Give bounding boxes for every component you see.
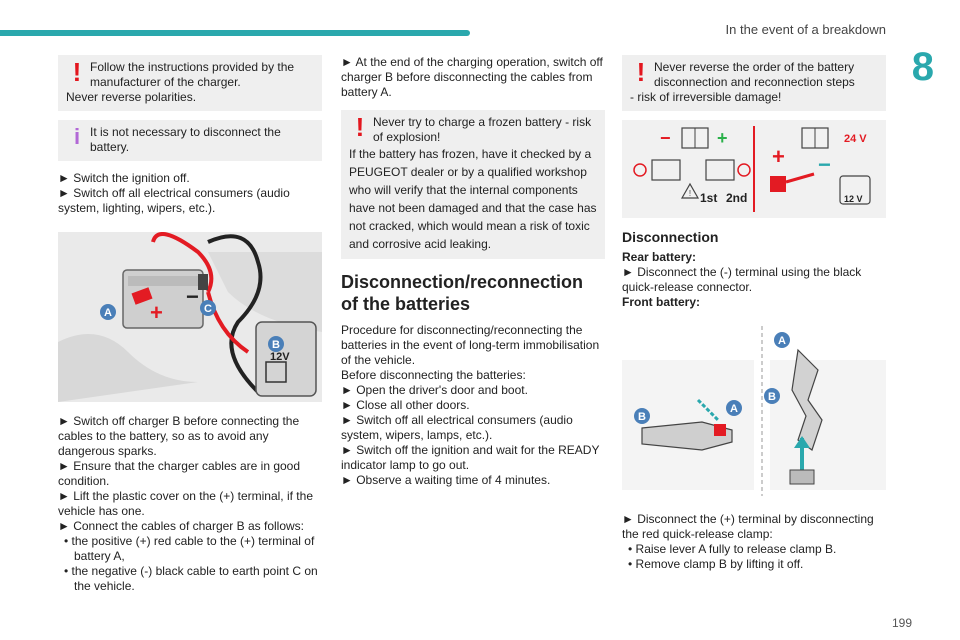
intro-text: Procedure for disconnecting/reconnecting… (341, 323, 600, 367)
plus-sign: + (150, 300, 163, 325)
section-title: In the event of a breakdown (725, 22, 886, 37)
front-battery-label: Front battery: (622, 295, 700, 309)
caution-triangle (680, 182, 700, 199)
step-cables-condition: ► Ensure that the charger cables are in … (58, 459, 301, 488)
section-heading: Disconnection/reconnection of the batter… (341, 272, 584, 314)
warning-text: Never reverse the order of the battery d… (654, 60, 855, 89)
red-lever (714, 424, 726, 436)
minus-sign-2: − (818, 152, 831, 177)
step-lift-cover: ► Lift the plastic cover on the (+) term… (58, 489, 313, 518)
step-wait-ready: ► Switch off the ignition and wait for t… (341, 443, 600, 472)
label-b-left: B (638, 411, 646, 423)
label-c: C (204, 303, 212, 315)
label-a-circle (100, 304, 116, 320)
step-connect-cables: ► Connect the cables of charger B as fol… (58, 519, 304, 533)
warning-box-frozen: ! Never try to charge a frozen battery -… (341, 110, 605, 259)
sub-negative-cable: • the negative (-) black cable to earth … (64, 564, 318, 593)
front-step: ► Disconnect the (+) terminal by disconn… (622, 512, 874, 541)
warning-icon: ! (72, 57, 82, 87)
clamp-right (791, 348, 823, 451)
label-12v: 12V (270, 351, 290, 363)
label-12v: 12 V (844, 194, 863, 204)
warning-box-order: ! Never reverse the order of the battery… (622, 55, 886, 111)
warning-text-2: If the battery has frozen, have it check… (349, 147, 597, 251)
front-clamp-illustration: A B B A (622, 320, 886, 500)
label-24v: 24 V (844, 133, 867, 145)
minus-sign: − (186, 284, 199, 309)
info-text: It is not necessary to disconnect the ba… (90, 125, 281, 154)
rear-step: ► Disconnect the (-) terminal using the … (622, 265, 862, 294)
sub-positive-cable: • the positive (+) red cable to the (+) … (64, 534, 315, 563)
label-2nd: 2nd (726, 191, 747, 205)
info-box-disconnect: i It is not necessary to disconnect the … (58, 120, 322, 161)
label-a: A (104, 307, 112, 319)
warning-text: Follow the instructions provided by the … (90, 60, 295, 89)
label-b-right: B (768, 391, 776, 403)
battery-12v-icon (839, 175, 871, 205)
step-open-doors: ► Open the driver's door and boot. (341, 383, 528, 397)
column-1: ! Follow the instructions provided by th… (58, 55, 322, 594)
warning-box-charger: ! Follow the instructions provided by th… (58, 55, 322, 111)
page-number: 199 (891, 616, 912, 630)
rear-battery-label: Rear battery: (622, 250, 697, 264)
step-close-doors: ► Close all other doors. (341, 398, 470, 412)
chapter-number: 8 (911, 45, 934, 89)
disconnection-heading: Disconnection (622, 229, 719, 245)
step-consumers: ► Switch off all electrical consumers (a… (341, 413, 573, 442)
label-b-circle (268, 336, 284, 352)
minus-sign: − (660, 128, 671, 148)
label-a-right: A (778, 335, 786, 347)
battery-charging-illustration: A C B 12V + − (58, 232, 322, 402)
battery-icon-left (651, 159, 681, 181)
step-end-charging: ► At the end of the charging operation, … (341, 55, 603, 99)
column-3: ! Never reverse the order of the battery… (622, 55, 886, 572)
label-b: B (272, 339, 280, 351)
red-clamp (770, 176, 786, 192)
battery-order-illustration: − + ! 1st 2nd 24 V + − 12 V (622, 120, 886, 218)
sub-raise-lever: • Raise lever A fully to release clamp B… (628, 542, 837, 556)
battery-icon-right (705, 159, 735, 181)
header-rule (0, 30, 470, 36)
column-2: ► At the end of the charging operation, … (341, 55, 605, 488)
svg-text:!: ! (689, 189, 691, 198)
sub-remove-clamp: • Remove clamp B by lifting it off. (628, 557, 804, 571)
step-charger-off: ► Switch off charger B before connecting… (58, 414, 300, 458)
plus-sign-2: + (772, 144, 785, 169)
warning-text-2: - risk of irreversible damage! (630, 90, 782, 104)
step-ignition-off: ► Switch the ignition off. (58, 171, 190, 185)
label-1st: 1st (700, 191, 717, 205)
step-consumers-off: ► Switch off all electrical consumers (a… (58, 186, 290, 215)
info-icon: i (73, 124, 81, 149)
step-wait-4-min: ► Observe a waiting time of 4 minutes. (341, 473, 551, 487)
warning-icon: ! (355, 112, 365, 142)
clamp-left (641, 421, 733, 451)
warning-text-2: Never reverse polarities. (66, 90, 197, 104)
label-c-circle (200, 300, 216, 316)
warning-text: Never try to charge a frozen battery - r… (373, 115, 592, 144)
label-a-left: A (730, 403, 738, 415)
warning-icon: ! (636, 57, 646, 87)
before-text: Before disconnecting the batteries: (341, 368, 526, 382)
plus-sign: + (717, 128, 728, 148)
